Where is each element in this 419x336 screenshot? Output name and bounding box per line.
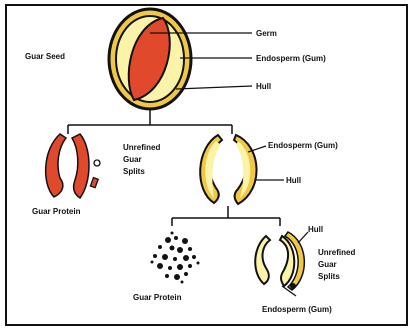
- split-tree-bottom: [172, 206, 280, 226]
- unrefined-splits-mid: [200, 135, 256, 204]
- unrefined-mid-line3: Splits: [123, 167, 145, 176]
- guar-protein-particles: [151, 232, 200, 284]
- split-tree-top: [68, 110, 232, 134]
- germ-chip-1: [94, 160, 100, 166]
- hull-top-pointer: [176, 86, 252, 89]
- germ-half-left: [46, 134, 66, 197]
- hull-bottom-label: Hull: [308, 225, 323, 234]
- hull-mid-label: Hull: [286, 176, 301, 185]
- guar-seed-label: Guar Seed: [25, 52, 65, 61]
- unrefined-bottom-line1: Unrefined: [318, 248, 355, 257]
- endosperm-mid-label: Endosperm (Gum): [268, 141, 338, 150]
- bottom-split-left: [255, 236, 270, 284]
- whole-seed: [109, 9, 191, 109]
- unrefined-bottom-line2: Guar: [318, 260, 337, 269]
- germ-chip-2: [90, 178, 98, 188]
- hull-top-label: Hull: [256, 82, 271, 91]
- germ-halves-mid: [46, 134, 100, 198]
- unrefined-mid-line1: Unrefined: [123, 143, 160, 152]
- unrefined-bottom-line3: Splits: [318, 272, 340, 281]
- endosperm-bottom-label: Endosperm (Gum): [262, 305, 332, 314]
- bottom-split-right: [280, 236, 294, 286]
- germ-half-right: [72, 134, 89, 198]
- hull-bottom-pointer: [298, 232, 308, 243]
- bottom-hull-chip: [290, 283, 296, 289]
- guar-protein-bottom-label: Guar Protein: [133, 293, 182, 302]
- unrefined-mid-line2: Guar: [123, 155, 142, 164]
- germ-label: Germ: [256, 29, 277, 38]
- guar-protein-mid-label: Guar Protein: [32, 207, 81, 216]
- endosperm-top-label: Endosperm (Gum): [256, 54, 326, 63]
- unrefined-splits-bottom: [255, 232, 304, 290]
